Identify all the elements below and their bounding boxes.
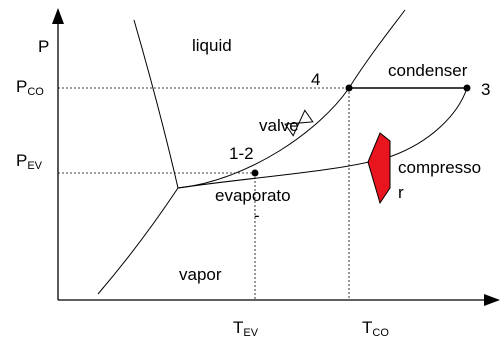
state-label-4: 4 bbox=[311, 70, 320, 89]
y-axis-label: P bbox=[38, 37, 49, 56]
evaporator-label-line1: evaporato bbox=[215, 186, 291, 205]
p-ev-label: PEV bbox=[16, 151, 43, 172]
state-label-1-2: 1-2 bbox=[229, 144, 254, 163]
vapor-pressure-curve bbox=[177, 9, 406, 189]
valve-label: valve bbox=[259, 116, 299, 135]
state-point-1-2 bbox=[251, 169, 259, 177]
y-axis-arrowhead bbox=[52, 8, 64, 24]
state-point-3 bbox=[463, 84, 471, 92]
condenser-label: condenser bbox=[388, 61, 468, 80]
t-co-main: T bbox=[362, 318, 372, 337]
p-co-main: P bbox=[16, 77, 27, 96]
solid-vapor-boundary bbox=[97, 187, 179, 295]
compressor-icon bbox=[367, 132, 391, 205]
state-point-4 bbox=[345, 84, 353, 92]
p-ev-main: P bbox=[16, 151, 27, 170]
p-ev-sub: EV bbox=[27, 160, 42, 172]
state-label-3: 3 bbox=[481, 80, 490, 99]
evaporator-label-line2: - bbox=[254, 206, 260, 225]
compressor-label-line1: compresso bbox=[398, 158, 481, 177]
p-co-label: PCO bbox=[16, 77, 44, 98]
compressor-label-line2: r bbox=[398, 183, 404, 202]
liquid-region-label: liquid bbox=[192, 36, 232, 55]
p-co-sub: CO bbox=[27, 86, 44, 98]
t-ev-sub: EV bbox=[243, 327, 258, 339]
t-ev-main: T bbox=[233, 318, 243, 337]
vapor-region-label: vapor bbox=[179, 265, 222, 284]
t-co-label: TCO bbox=[362, 318, 389, 339]
valve-icon bbox=[284, 109, 314, 137]
t-ev-label: TEV bbox=[233, 318, 259, 339]
solid-liquid-boundary bbox=[133, 19, 179, 189]
x-axis-arrowhead bbox=[484, 294, 500, 306]
t-co-sub: CO bbox=[372, 327, 389, 339]
